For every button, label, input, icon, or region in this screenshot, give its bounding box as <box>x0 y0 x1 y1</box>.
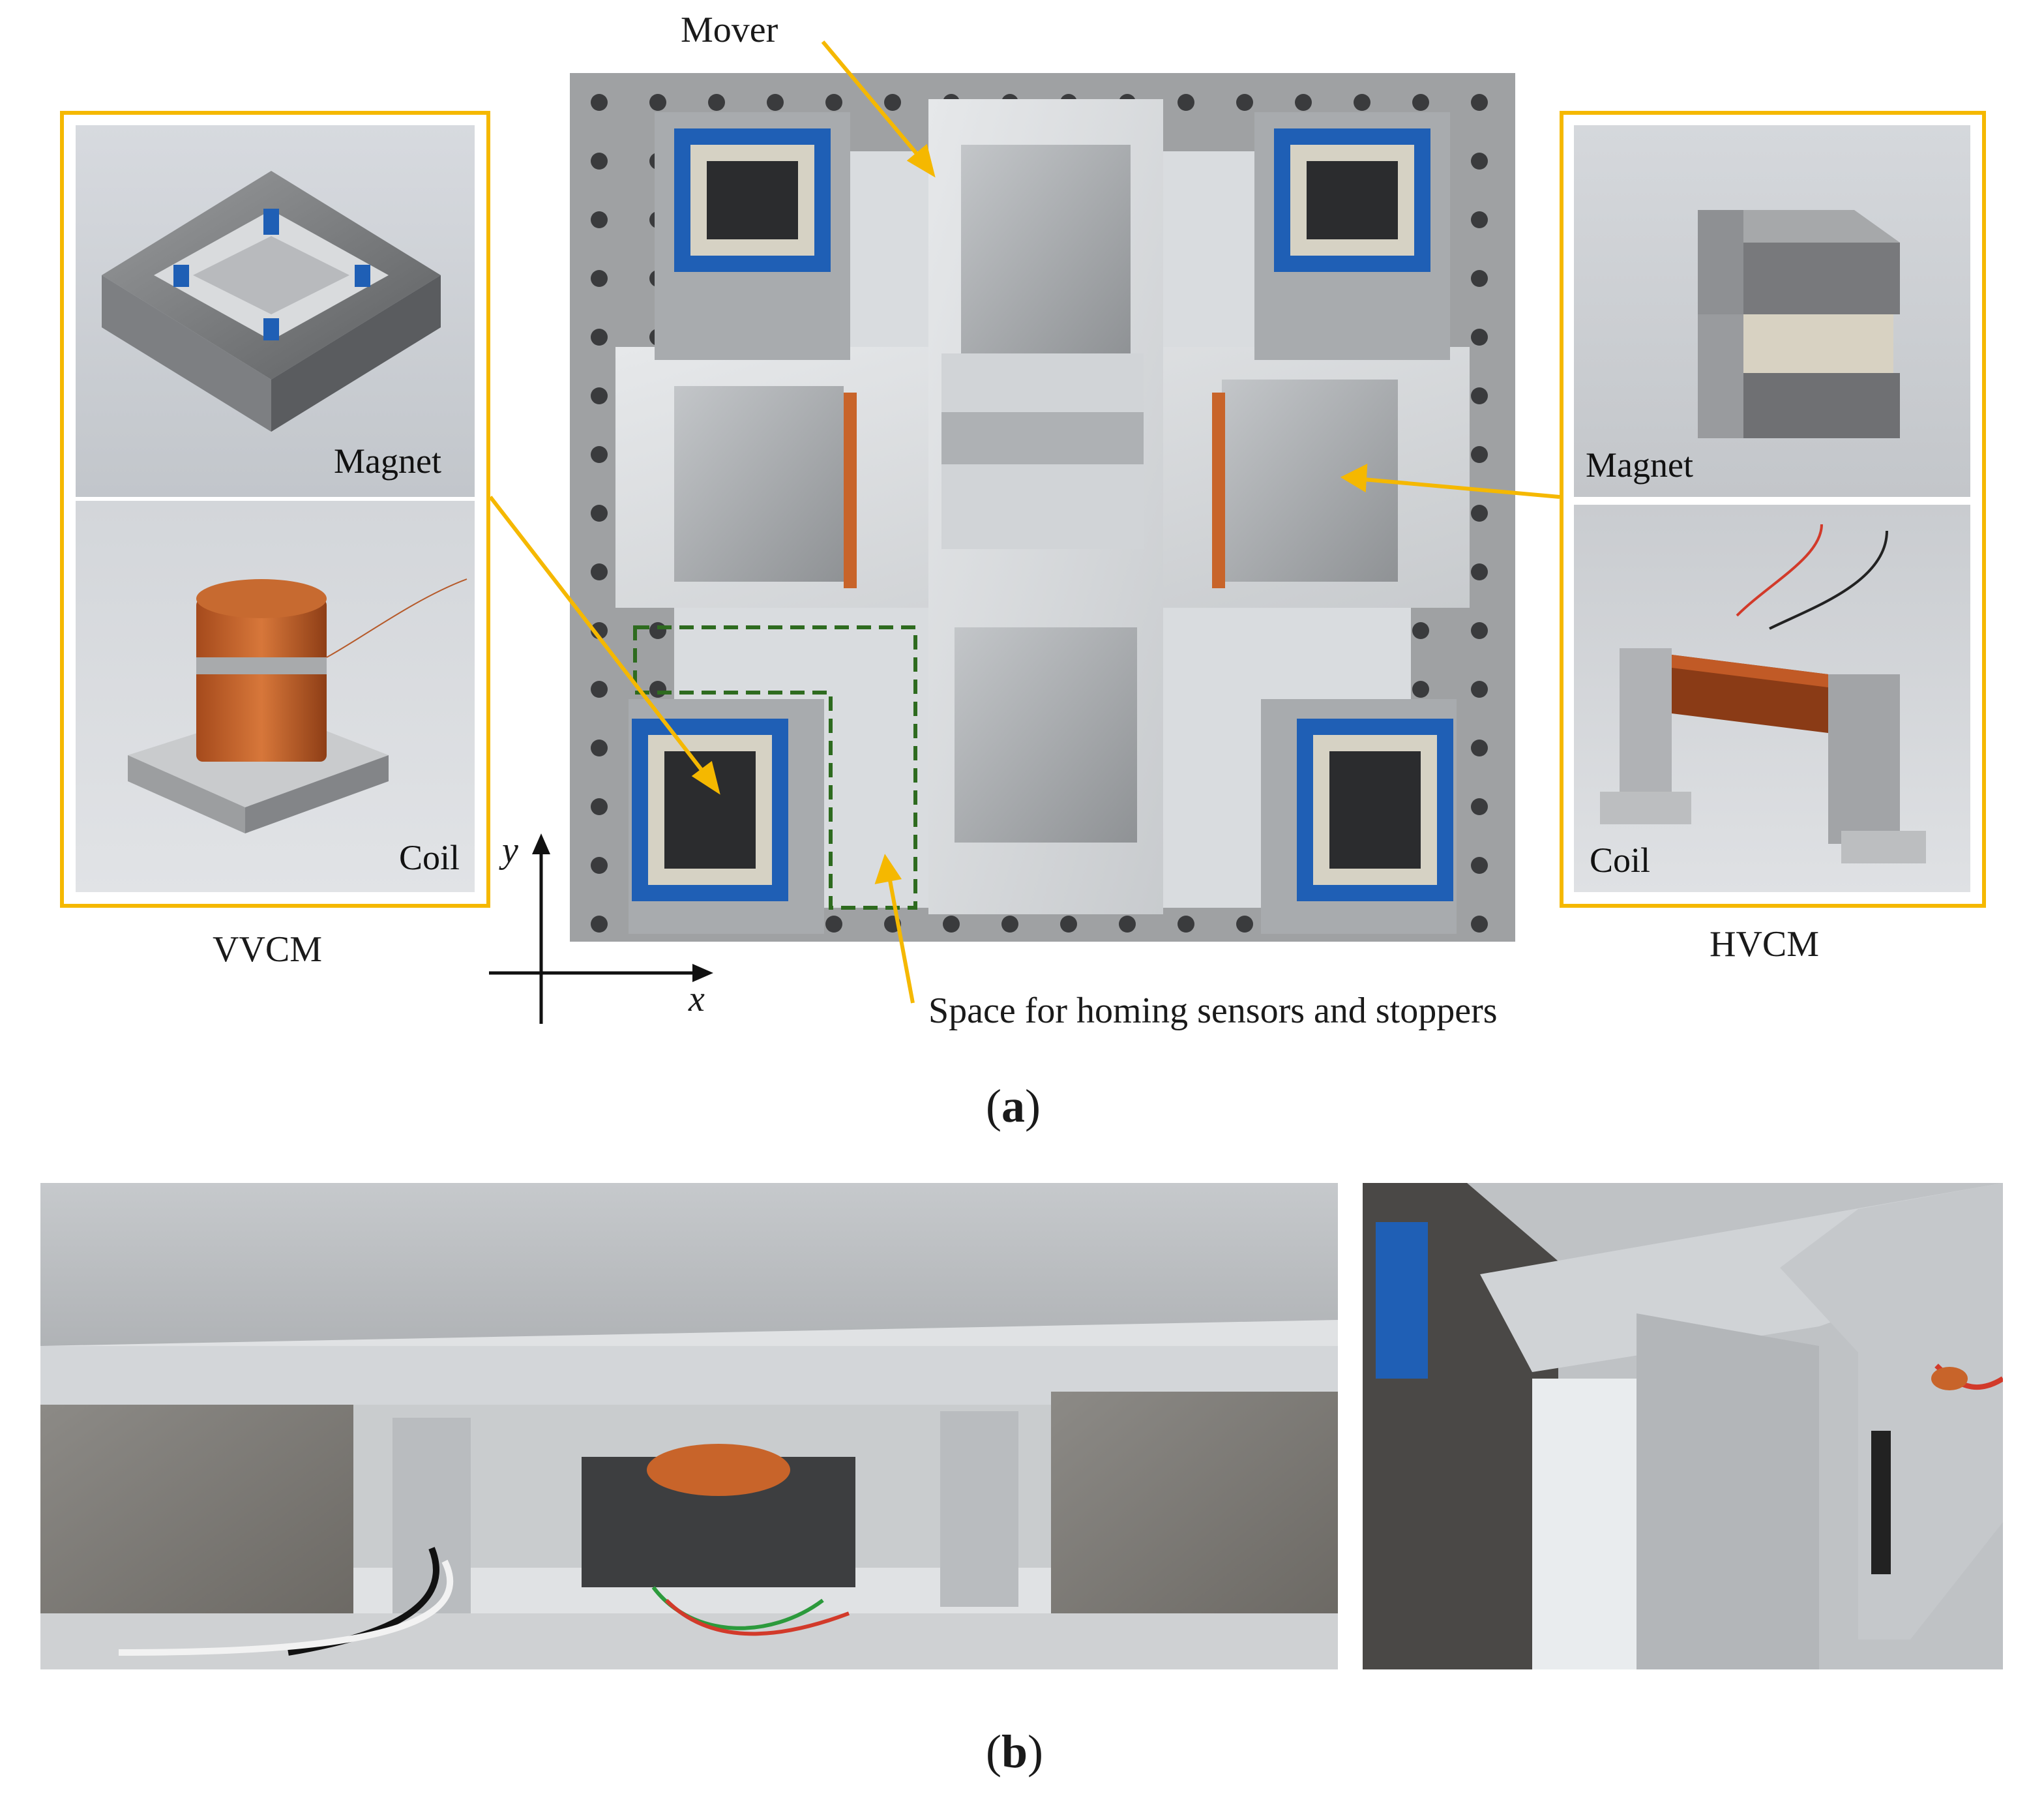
panel-b-caption: (b) <box>986 1728 1043 1775</box>
panel-a-caption-open: ( <box>986 1080 1001 1132</box>
panel-a-caption: (a) <box>986 1083 1041 1129</box>
side-view-photo <box>40 1183 1338 1669</box>
hvcm-label: HVCM <box>1710 924 1820 964</box>
vvcm-coil-label: Coil <box>399 838 460 877</box>
panel-b-caption-letter: b <box>1001 1726 1028 1778</box>
vvcm-magnet-label: Magnet <box>334 441 441 481</box>
panel-a-caption-letter: a <box>1001 1080 1025 1132</box>
hvcm-magnet-label: Magnet <box>1586 445 1693 485</box>
hvcm-coil-label: Coil <box>1590 841 1651 880</box>
sensor-closeup-photo <box>1363 1183 2003 1669</box>
callout-arrows <box>488 40 1560 1004</box>
vvcm-inset-frame <box>60 111 490 908</box>
homing-space-label: Space for homing sensors and stoppers <box>928 991 1498 1031</box>
xy-axis-indicator <box>489 833 713 1024</box>
hvcm-inset-frame <box>1560 111 1986 908</box>
vvcm-label: VVCM <box>213 929 323 970</box>
hvcm-magnet-photo <box>1574 125 1970 497</box>
x-axis-label: x <box>689 979 705 1019</box>
mover-label: Mover <box>681 10 778 50</box>
panel-b-caption-open: ( <box>986 1726 1001 1778</box>
panel-a-caption-close: ) <box>1024 1080 1041 1132</box>
stage-photo <box>570 73 1515 942</box>
panel-b-caption-close: ) <box>1028 1726 1044 1778</box>
y-axis-label: y <box>502 830 518 871</box>
hvcm-coil-photo <box>1574 505 1970 892</box>
vvcm-magnet-photo <box>76 125 475 497</box>
vvcm-coil-photo <box>76 501 475 892</box>
